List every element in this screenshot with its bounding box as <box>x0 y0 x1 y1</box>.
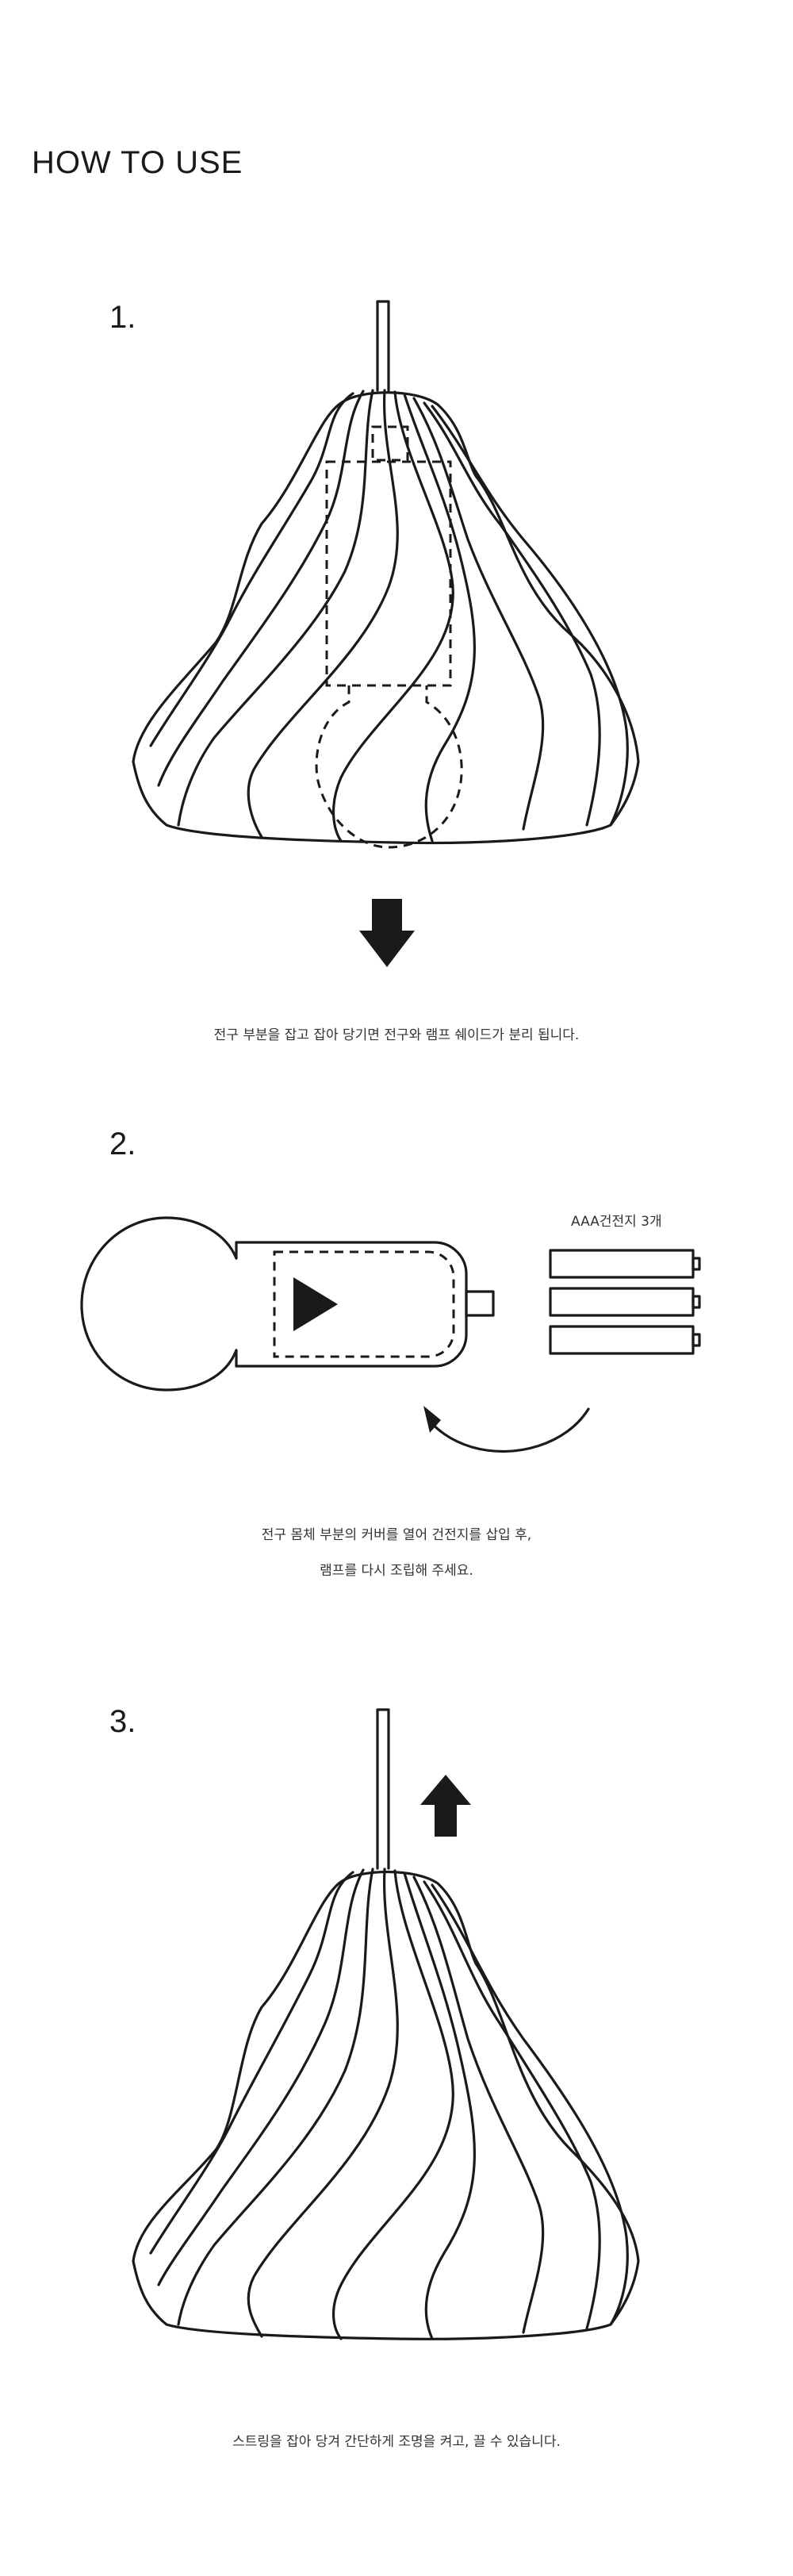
hidden-bulb-globe <box>315 685 463 849</box>
bulb-switch <box>465 1290 495 1317</box>
shade-rib <box>412 397 545 831</box>
shade-rib <box>149 1871 354 2255</box>
pull-string <box>376 300 390 392</box>
pull-string <box>376 1708 390 1870</box>
shade-rib <box>177 389 374 827</box>
shade-rib <box>331 1869 454 2340</box>
battery-terminal <box>691 1333 701 1347</box>
step-1-number: 1. <box>109 300 136 335</box>
lamp-shade-outline <box>132 391 640 845</box>
battery-terminal <box>691 1257 701 1271</box>
shade-rib <box>157 1868 365 2286</box>
battery-terminal <box>691 1295 701 1309</box>
hidden-bulb-neck <box>371 425 409 462</box>
hidden-bulb-body <box>325 460 452 687</box>
down-arrow-icon <box>359 899 415 967</box>
battery-label: AAA건전지 3개 <box>571 1214 662 1230</box>
curved-arrow-icon <box>427 1407 590 1453</box>
bulb-globe <box>80 1216 238 1392</box>
batteries <box>549 1249 701 1355</box>
page-title: HOW TO USE <box>32 145 243 180</box>
shade-rib <box>412 1875 545 2334</box>
play-icon <box>293 1277 338 1331</box>
shade-rib <box>149 392 354 747</box>
step-1-lamp-illustration <box>132 300 640 849</box>
step-2-caption-line1: 전구 몸체 부분의 커버를 열어 건전지를 삽입 후, <box>261 1527 532 1543</box>
shade-rib <box>157 390 365 787</box>
shade-rib <box>403 393 476 843</box>
step-2-number: 2. <box>109 1127 136 1161</box>
shade-rib <box>423 1880 601 2330</box>
shade-rib <box>247 389 399 839</box>
up-arrow-icon <box>420 1775 471 1837</box>
battery-cover <box>273 1250 455 1358</box>
shade-rib <box>423 401 601 827</box>
step-2-battery-illustration <box>80 1216 701 1453</box>
shade-rib <box>247 1868 399 2338</box>
step-3-number: 3. <box>109 1704 136 1739</box>
shade-rib <box>431 1883 629 2326</box>
step-3-caption: 스트링을 잡아 당겨 간단하게 조명을 켜고, 끌 수 있습니다. <box>232 2434 561 2450</box>
shade-rib <box>431 405 629 827</box>
lamp-shade-outline <box>132 1870 640 2340</box>
step-2-caption-line2: 램프를 다시 조립해 주세요. <box>320 1563 473 1579</box>
step-1-caption: 전구 부분을 잡고 잡아 당기면 전구와 램프 쉐이드가 분리 됩니다. <box>213 1027 580 1043</box>
shade-rib <box>403 1872 476 2340</box>
shade-rib <box>177 1868 374 2326</box>
shade-rib <box>332 390 454 843</box>
